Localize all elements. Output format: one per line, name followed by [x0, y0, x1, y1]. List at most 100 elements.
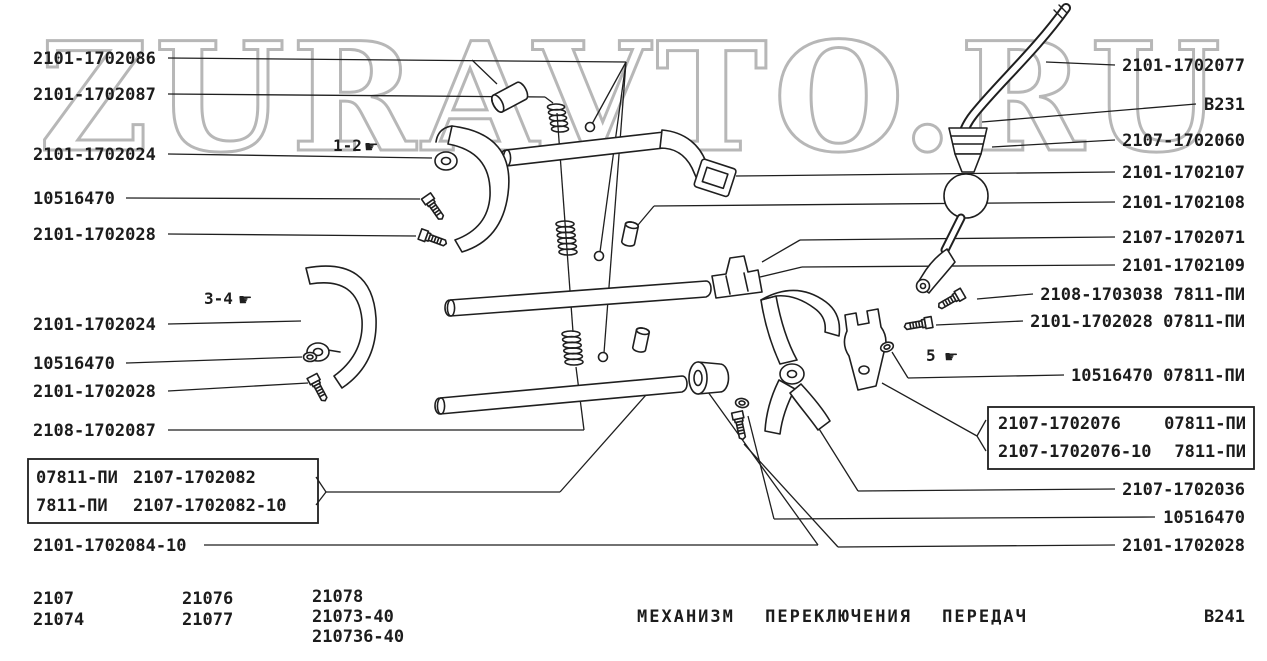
part-label: 10516470 [1163, 508, 1245, 528]
leader-line [761, 239, 801, 263]
footer: 2107 21074 21076 21077 21078 21073-40 21… [33, 587, 1245, 647]
gear-lever [915, 3, 1071, 294]
model-code: 2107 [33, 589, 74, 609]
leader-line [891, 351, 909, 379]
model-code: 21076 [182, 589, 233, 609]
model-code: 21078 [312, 587, 363, 607]
shift-fork-5th-reverse [760, 289, 841, 435]
leader-line [167, 382, 309, 392]
leader-line [837, 544, 1116, 548]
part-label: 2108-1702087 [33, 421, 156, 441]
detent-spring-3 [561, 330, 584, 366]
part-label: 2101-1702024 [33, 145, 156, 165]
part-label: 10516470 [33, 354, 115, 374]
leader-line [773, 516, 1156, 520]
leader-line [976, 435, 987, 452]
detent-ball-3 [597, 351, 609, 363]
part-label: 2101-1702028 [33, 382, 156, 402]
variant-suffix: 7811-ПИ [1174, 442, 1246, 462]
part-label: 2108-1703038 7811-ПИ [1040, 285, 1245, 305]
right-variant-box [987, 406, 1255, 470]
leader-line [559, 394, 647, 493]
shift-rod-5-reverse [434, 375, 688, 415]
part-label: 2107-1702060 [1122, 131, 1245, 151]
leader-line [599, 61, 627, 253]
rod-1-end-lever [659, 129, 737, 198]
part-label: 2101-1702109 [1122, 256, 1245, 276]
mechanism-drawing [302, 3, 1071, 442]
leader-line [544, 96, 554, 104]
leader-line [815, 423, 859, 492]
detent-ball-1 [584, 121, 596, 133]
leader-line [857, 488, 1116, 492]
variant-prefix: 7811-ПИ [36, 496, 108, 516]
part-label: 2107-1702076 [998, 414, 1121, 434]
leader-line [743, 443, 839, 548]
part-label: 2107-1702082-10 [133, 496, 287, 516]
detent-spring-2 [555, 220, 578, 256]
model-code: 21074 [33, 610, 84, 630]
leader-line [167, 57, 627, 63]
shift-fork-upper [434, 125, 510, 253]
gear-callouts: 1-2 ☛ 3-4 ☛ 5 ☛ [204, 136, 958, 366]
part-label: 2101-1702024 [33, 315, 156, 335]
leader-line [747, 415, 775, 520]
shift-rod-3-4 [444, 280, 712, 317]
left-variant-box [27, 458, 319, 524]
leader-line [167, 93, 546, 98]
part-label: 2101-1702028 07811-ПИ [1030, 312, 1245, 332]
left-labels: 2101-1702086 2101-1702087 2101-1702024 1… [33, 49, 287, 556]
part-label: 2107-1702082 [133, 468, 256, 488]
part-label: 2107-1702036 [1122, 480, 1245, 500]
part-label: 10516470 [33, 189, 115, 209]
leader-line [591, 61, 627, 125]
leader-line [935, 320, 1024, 326]
leader-line [907, 374, 1065, 379]
part-label: 2101-1702028 [33, 225, 156, 245]
part-label: В231 [1204, 95, 1245, 115]
bushing-upper [490, 81, 529, 113]
lever-knob-tip [1053, 4, 1068, 19]
bushing-lower [688, 361, 730, 395]
model-code: 210736-40 [312, 627, 404, 647]
leader-line [167, 153, 433, 159]
callout-gear-5: 5 [926, 346, 936, 365]
detent-ball-2 [593, 250, 605, 262]
pointer-hand-icon: ☛ [364, 137, 378, 156]
leader-line [125, 356, 303, 364]
part-label: 2101-1702108 [1122, 193, 1245, 213]
part-label: 2101-1702087 [33, 85, 156, 105]
part-label: 2101-1702086 [33, 49, 156, 69]
leader-line [799, 236, 1116, 241]
leader-line [1045, 61, 1116, 66]
spring-washer-left [302, 351, 318, 363]
leader-line [167, 320, 302, 325]
leader-line [976, 419, 987, 437]
leader-line [759, 266, 803, 278]
right-labels: 2101-1702077 В231 2107-1702060 2101-1702… [998, 56, 1246, 556]
leader-line [801, 264, 1116, 268]
rod-1-pad [693, 158, 737, 198]
leader-line [735, 171, 1116, 177]
part-label: 2101-1702028 [1122, 536, 1245, 556]
lock-pin-1 [620, 221, 640, 247]
leader-line [881, 382, 978, 437]
leader-line [653, 201, 1116, 207]
callout-gear-3-4: 3-4 [204, 289, 233, 308]
diagram-title: МЕХАНИЗМ ПЕРЕКЛЮЧЕНИЯ ПЕРЕДАЧ [637, 607, 1028, 627]
part-label: 2101-1702077 [1122, 56, 1245, 76]
part-label: 2101-1702084-10 [33, 536, 187, 556]
leader-line [981, 103, 1197, 123]
detent-spring-1 [546, 103, 570, 133]
lever-ball [943, 173, 989, 219]
watermark: ZURAVTO.RU [39, 10, 1227, 186]
part-label: 10516470 07811-ПИ [1071, 366, 1245, 386]
variant-prefix: 07811-ПИ [36, 468, 118, 488]
model-code: 21073-40 [312, 607, 394, 627]
leader-line [471, 59, 498, 85]
lever-collar [948, 127, 988, 155]
lock-pin-2 [631, 327, 651, 353]
part-label: 2101-1702107 [1122, 163, 1245, 183]
